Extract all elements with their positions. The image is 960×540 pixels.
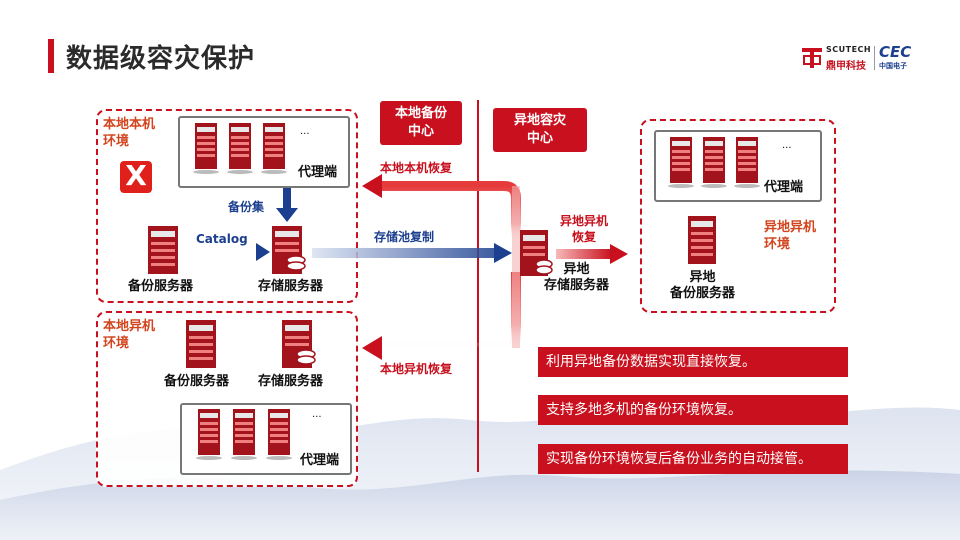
- local-other-restore-label: 本地异机恢复: [380, 362, 453, 376]
- catalog-label: Catalog: [196, 232, 248, 246]
- server-icon: [734, 137, 760, 188]
- note-item: 利用异地备份数据实现直接恢复。: [538, 347, 848, 377]
- logo-brand-en: SCUTECH: [826, 45, 872, 54]
- remote-backup-server-icon: [688, 216, 716, 264]
- storage-server-icon: [282, 320, 316, 368]
- logo-divider: [874, 46, 875, 70]
- logo-partner-cn: 中国电子: [879, 62, 907, 70]
- server-icon: [266, 409, 292, 460]
- zone-label-local-other: 本地异机 环境: [103, 319, 156, 351]
- scutech-logo-icon: [802, 48, 822, 68]
- arrow-backup-set: [276, 208, 298, 222]
- zone-label-local-host: 本地本机 环境: [103, 117, 156, 149]
- remote-other-restore-label: 异地异机 恢复: [560, 214, 609, 244]
- server-icon: [231, 409, 257, 460]
- storage-server-icon: [272, 226, 306, 274]
- storage-server-label: 存储服务器: [258, 279, 324, 294]
- server-icon: [227, 123, 253, 174]
- logo-brand-cn: 鼎甲科技: [826, 61, 866, 72]
- agent-ellipsis: ...: [312, 409, 322, 420]
- agent-ellipsis: ...: [300, 126, 310, 137]
- page-title: 数据级容灾保护: [66, 44, 256, 74]
- arrow-remote-other-restore: [610, 244, 628, 264]
- failure-icon: X: [120, 159, 152, 193]
- server-icon: [196, 409, 222, 460]
- center-local-backup: 本地备份 中心: [380, 101, 462, 145]
- center-remote-dr: 异地容灾 中心: [493, 108, 587, 152]
- agent-ellipsis: ...: [782, 140, 792, 151]
- server-icon: [193, 123, 219, 174]
- logo-partner-en: CEC: [879, 43, 912, 61]
- local-host-restore-label: 本地本机恢复: [380, 161, 453, 175]
- note-item: 支持多地多机的备份环境恢复。: [538, 395, 848, 425]
- note-item: 实现备份环境恢复后备份业务的自动接管。: [538, 444, 848, 474]
- remote-backup-server-label: 异地 备份服务器: [670, 270, 736, 301]
- arrow-local-host-restore: [362, 174, 382, 198]
- backup-server-icon: [186, 320, 216, 368]
- agent-label-local-other: 代理端: [300, 453, 340, 468]
- agent-label-remote: 代理端: [764, 180, 804, 195]
- arrow-pool-replication: [494, 243, 512, 263]
- backup-server-icon: [148, 226, 178, 274]
- arrow-local-other-restore: [362, 336, 382, 360]
- backup-server-label: 备份服务器: [128, 279, 194, 294]
- backup-server-label: 备份服务器: [164, 374, 230, 389]
- title-accent-bar: [48, 39, 54, 73]
- server-icon: [668, 137, 694, 188]
- remote-storage-server-label: 异地 存储服务器: [544, 262, 610, 293]
- agent-label-local-host: 代理端: [298, 165, 338, 180]
- server-icon: [701, 137, 727, 188]
- zone-label-remote-other: 异地异机 环境: [764, 220, 817, 252]
- remote-storage-server-icon: [520, 230, 553, 276]
- company-logo: SCUTECH 鼎甲科技 CEC 中国电子: [800, 43, 920, 74]
- server-icons: [148, 123, 760, 460]
- backup-set-label: 备份集: [228, 200, 265, 214]
- server-icon: [261, 123, 287, 174]
- center-divider: [477, 100, 479, 472]
- pool-replication-label: 存储池复制: [374, 230, 435, 244]
- arrow-catalog: [256, 243, 270, 261]
- storage-server-label: 存储服务器: [258, 374, 324, 389]
